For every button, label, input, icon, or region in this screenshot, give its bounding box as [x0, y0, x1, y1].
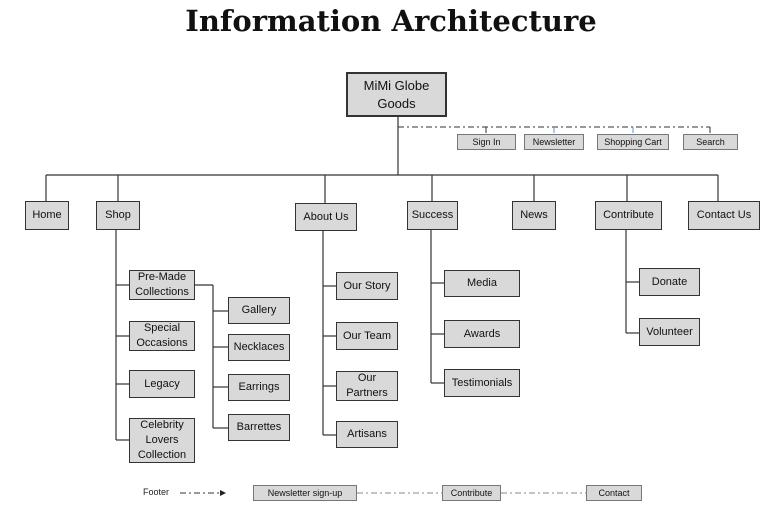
shop-legacy: Legacy — [129, 370, 195, 398]
utility-shopping-cart: Shopping Cart — [597, 134, 669, 150]
collection-barrettes: Barrettes — [228, 414, 290, 441]
shop-celebrity-lovers-collection: Celebrity Lovers Collection — [129, 418, 195, 463]
section-news: News — [512, 201, 556, 230]
section-contribute: Contribute — [595, 201, 662, 230]
shop-pre-made-collections: Pre-Made Collections — [129, 270, 195, 300]
success-testimonials: Testimonials — [444, 369, 520, 397]
utility-search: Search — [683, 134, 738, 150]
shop-special-occasions: Special Occasions — [129, 321, 195, 351]
about-our-partners: Our Partners — [336, 371, 398, 401]
collection-gallery: Gallery — [228, 297, 290, 324]
diagram-title: Information Architecture — [185, 4, 597, 38]
section-contact-us: Contact Us — [688, 201, 760, 230]
section-shop: Shop — [96, 201, 140, 230]
root-node: MiMi Globe Goods — [346, 72, 447, 117]
utility-sign-in: Sign In — [457, 134, 516, 150]
footer-arrow-head — [220, 490, 226, 496]
footer-contact: Contact — [586, 485, 642, 501]
about-artisans: Artisans — [336, 421, 398, 448]
footer-newsletter-signup: Newsletter sign-up — [253, 485, 357, 501]
about-our-team: Our Team — [336, 322, 398, 350]
utility-newsletter: Newsletter — [524, 134, 584, 150]
collection-earrings: Earrings — [228, 374, 290, 401]
section-about-us: About Us — [295, 203, 357, 231]
footer-label: Footer — [143, 487, 170, 497]
section-home: Home — [25, 201, 69, 230]
contribute-volunteer: Volunteer — [639, 318, 700, 346]
section-success: Success — [407, 201, 458, 230]
success-media: Media — [444, 270, 520, 297]
collection-necklaces: Necklaces — [228, 334, 290, 361]
about-our-story: Our Story — [336, 272, 398, 300]
contribute-donate: Donate — [639, 268, 700, 296]
success-awards: Awards — [444, 320, 520, 348]
footer-contribute: Contribute — [442, 485, 501, 501]
